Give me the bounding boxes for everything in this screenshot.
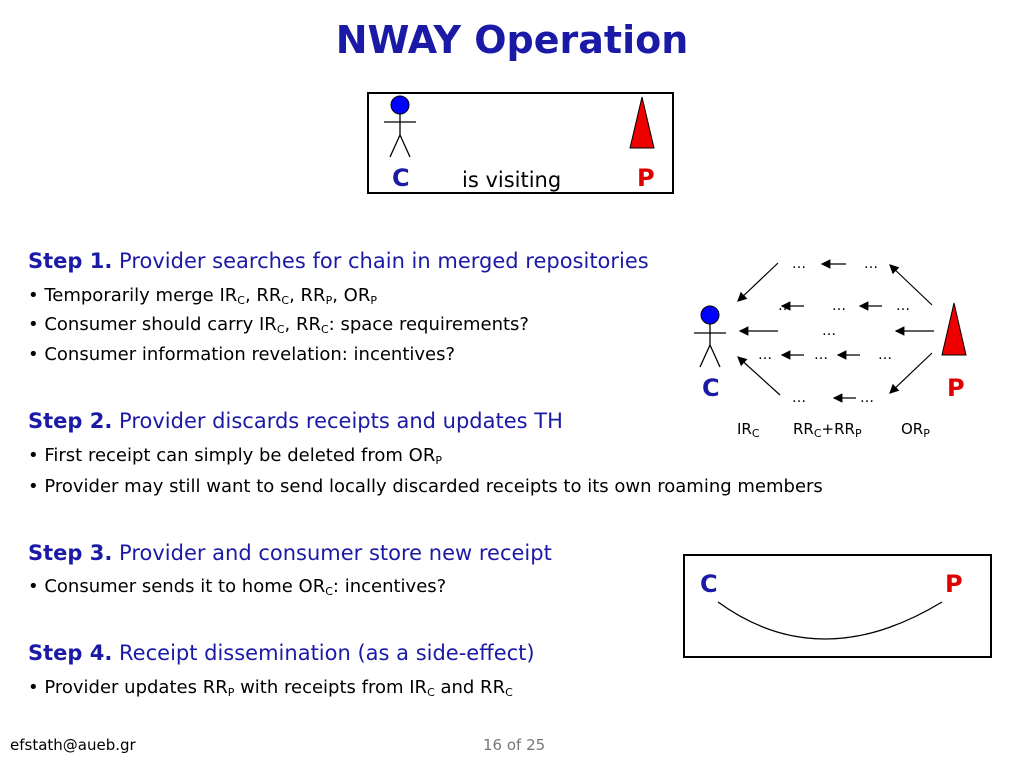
ellipsis: … <box>792 390 806 406</box>
exchange-consumer-label: C <box>700 570 718 598</box>
step-heading: Step 4. Receipt dissemination (as a side… <box>28 641 535 665</box>
ellipsis: … <box>792 256 806 272</box>
ellipsis: … <box>878 347 892 363</box>
ellipsis: … <box>814 347 828 363</box>
step-number: Step 1. <box>28 249 113 273</box>
bullet: • Consumer should carry IRC, RRC: space … <box>28 314 529 336</box>
exchange-provider-label: P <box>945 570 963 598</box>
ellipsis: … <box>832 298 846 314</box>
step-heading: Step 2. Provider discards receipts and u… <box>28 409 563 433</box>
exchange-box <box>683 554 992 658</box>
bullet: • Temporarily merge IRC, RRC, RRP, ORP <box>28 285 377 307</box>
visit-text: is visiting <box>462 168 562 192</box>
consumer-person-icon <box>384 95 416 158</box>
provider-cone-icon <box>941 302 967 356</box>
step-text: Receipt dissemination (as a side-effect) <box>119 641 535 665</box>
step-text: Provider searches for chain in merged re… <box>119 249 649 273</box>
footer-email: efstath@aueb.gr <box>10 736 136 754</box>
bullet: • Provider may still want to send locall… <box>28 476 823 497</box>
arrow-bottom-left <box>737 356 781 396</box>
bullet: • Consumer sends it to home ORC: incenti… <box>28 576 447 598</box>
legend-irc: IRC <box>737 420 760 440</box>
consumer-person-icon <box>694 305 726 368</box>
page-number: 16 <box>483 736 503 754</box>
step-number: Step 3. <box>28 541 113 565</box>
merge-diagram: … … … … … … … … … … … <box>694 256 967 406</box>
ellipsis: … <box>778 298 792 314</box>
step-3: Step 3. Provider and consumer store new … <box>28 541 552 565</box>
step-2: Step 2. Provider discards receipts and u… <box>28 409 563 433</box>
arrow-top-right <box>889 264 933 306</box>
bullet: • Provider updates RRP with receipts fro… <box>28 677 513 699</box>
ellipsis: … <box>860 390 874 406</box>
page-total: 25 <box>526 736 546 754</box>
step-heading: Step 3. Provider and consumer store new … <box>28 541 552 565</box>
bullet: • First receipt can simply be deleted fr… <box>28 445 442 467</box>
ellipsis: … <box>896 298 910 314</box>
visiting-box <box>367 92 674 194</box>
diagram-consumer-label: C <box>702 374 720 402</box>
diagram-provider-label: P <box>947 374 965 402</box>
bullet: • Consumer information revelation: incen… <box>28 344 456 365</box>
step-number: Step 4. <box>28 641 113 665</box>
visit-consumer-label: C <box>392 164 410 192</box>
legend-orp: ORP <box>901 420 930 440</box>
ellipsis: … <box>822 323 836 339</box>
step-text: Provider discards receipts and updates T… <box>119 409 563 433</box>
step-1: Step 1. Provider searches for chain in m… <box>28 249 649 273</box>
exchange-curve <box>717 601 943 640</box>
step-heading: Step 1. Provider searches for chain in m… <box>28 249 649 273</box>
legend-rrc-rrp: RRC+RRP <box>793 420 862 440</box>
step-4: Step 4. Receipt dissemination (as a side… <box>28 641 535 665</box>
page-indicator: 16 of 25 <box>483 736 545 754</box>
page-of: of <box>506 736 522 754</box>
arrow-bottom-right <box>889 352 933 394</box>
ellipsis: … <box>758 347 772 363</box>
page-title: NWAY Operation <box>335 18 689 62</box>
step-text: Provider and consumer store new receipt <box>119 541 552 565</box>
ellipsis: … <box>864 256 878 272</box>
visit-provider-label: P <box>637 164 655 192</box>
step-number: Step 2. <box>28 409 113 433</box>
arrow-top-left <box>737 262 779 302</box>
provider-cone-icon <box>629 96 655 149</box>
